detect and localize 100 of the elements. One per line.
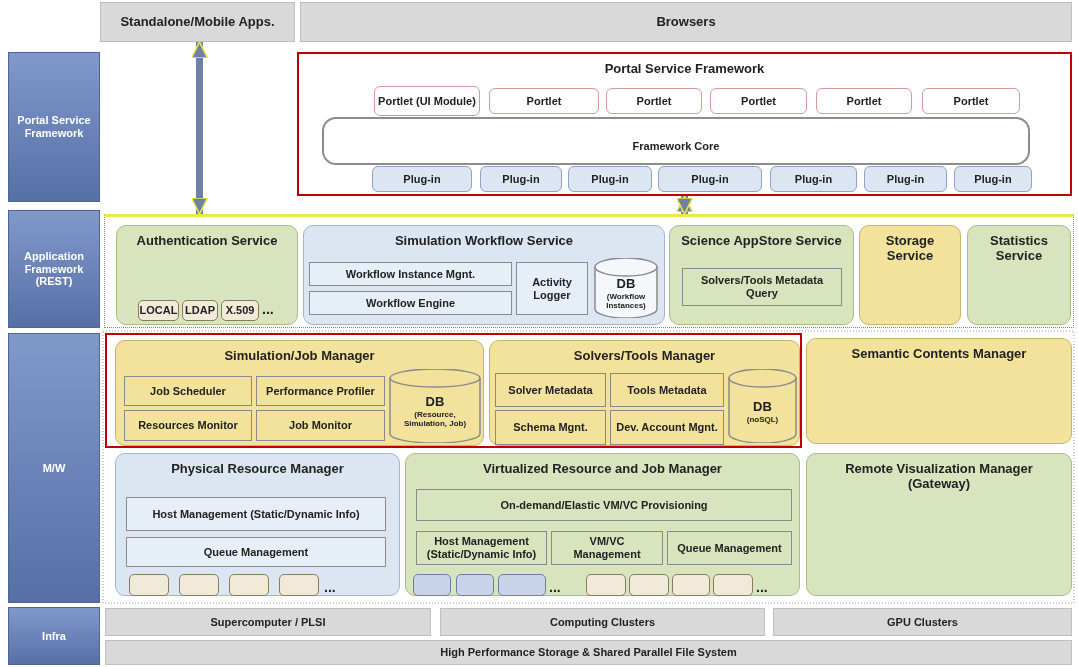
module-box xyxy=(516,262,588,315)
database-label: DB xyxy=(615,277,637,293)
box-title: Solvers/Tools Metadata Query xyxy=(699,274,825,300)
module-box xyxy=(667,531,792,565)
box-title: Portlet xyxy=(845,94,883,108)
box-title: Remote Visualization Manager (Gateway) xyxy=(844,462,1034,492)
box-title: Workflow Engine xyxy=(365,296,456,310)
service-box xyxy=(115,453,400,596)
portlet-box xyxy=(489,88,599,114)
box-title: Supercomputer / PLSI xyxy=(209,615,327,629)
box-title: Semantic Contents Manager xyxy=(850,347,1028,362)
service-box xyxy=(405,453,800,596)
box-title: Plug-in xyxy=(402,172,442,186)
portlet-box xyxy=(374,86,480,116)
plugin-box xyxy=(658,166,762,192)
service-box xyxy=(489,340,800,446)
box-title: Storage Service xyxy=(884,234,936,264)
database-label: DB xyxy=(424,395,446,411)
module-box xyxy=(126,497,386,531)
box-title: Portal Service Framework xyxy=(603,62,766,77)
layer-area xyxy=(104,214,1074,328)
portlet-box xyxy=(922,88,1020,114)
database-note: (noSQL) xyxy=(745,414,780,425)
double-arrow xyxy=(190,41,209,215)
layer-band xyxy=(8,333,100,603)
box-title: X.509 xyxy=(224,304,256,317)
portlet-box xyxy=(710,88,807,114)
box-title: Portal Service Framework xyxy=(16,114,92,140)
box-title: High Performance Storage & Shared Parallel File System xyxy=(439,646,738,659)
database-note: (Resource, Simulation, Job) xyxy=(402,410,468,429)
box-title: Infra xyxy=(41,629,67,643)
tag-box xyxy=(586,574,626,596)
group-frame xyxy=(105,333,802,448)
box-title: Tools Metadata xyxy=(626,383,708,397)
service-box xyxy=(806,338,1072,444)
header-box xyxy=(300,2,1072,42)
box-title: Portlet xyxy=(635,94,673,108)
database-label: DB xyxy=(752,399,773,415)
box-title: LOCAL xyxy=(138,304,179,317)
box-title: Computing Clusters xyxy=(548,615,657,629)
box-title: Performance Profiler xyxy=(265,384,376,398)
ellipsis-text: ... xyxy=(324,580,336,594)
plugin-box xyxy=(568,166,652,192)
module-box xyxy=(126,537,386,567)
box-title: Standalone/Mobile Apps. xyxy=(119,14,276,30)
box-title: M/W xyxy=(41,461,67,475)
box-title: LDAP xyxy=(184,304,216,317)
plugin-box xyxy=(372,166,472,192)
infra-box xyxy=(105,608,431,636)
module-box xyxy=(124,376,252,406)
layer-band xyxy=(8,52,100,202)
module-box xyxy=(416,531,547,565)
framework-panel xyxy=(297,52,1072,196)
plugin-box xyxy=(480,166,562,192)
box-title: Portlet xyxy=(525,94,563,108)
tag-box xyxy=(179,574,219,596)
box-title: Activity Logger xyxy=(531,275,573,302)
ellipsis-text: ... xyxy=(756,580,768,594)
ellipsis-text: ... xyxy=(262,302,274,316)
box-title: Queue Management xyxy=(676,541,783,555)
module-box xyxy=(256,376,385,406)
box-title: Plug-in xyxy=(973,172,1013,186)
tag-box xyxy=(498,574,546,596)
framework-core-loop xyxy=(322,117,1030,165)
plugin-box xyxy=(954,166,1032,192)
database-note: (Workflow Instances) xyxy=(605,292,647,311)
layer-band xyxy=(8,210,100,328)
tag-box xyxy=(629,574,669,596)
box-title: Authentication Service xyxy=(135,234,279,249)
box-title: Physical Resource Manager xyxy=(170,462,345,477)
box-title: Portlet xyxy=(952,94,990,108)
box-title: On-demand/Elastic VM/VC Provisioning xyxy=(499,498,709,512)
module-box xyxy=(551,531,663,565)
box-title: Plug-in xyxy=(690,172,730,186)
tag-box xyxy=(279,574,319,596)
layer-band xyxy=(8,607,100,665)
tag-box xyxy=(672,574,710,596)
tag-box xyxy=(713,574,753,596)
infra-box xyxy=(773,608,1072,636)
ellipsis-text: ... xyxy=(549,580,561,594)
box-title: Job Scheduler xyxy=(149,384,227,398)
module-box xyxy=(309,291,512,315)
service-box xyxy=(303,225,665,325)
tag-box xyxy=(129,574,169,596)
box-title: Browsers xyxy=(655,14,717,30)
box-title: Solver Metadata xyxy=(507,383,594,397)
box-title: Science AppStore Service xyxy=(680,234,843,249)
box-title: Solvers/Tools Manager xyxy=(572,349,717,364)
module-box xyxy=(610,410,724,445)
box-title: Queue Management xyxy=(202,545,310,559)
plugin-box xyxy=(770,166,857,192)
box-title: Host Management (Static/Dynamic Info) xyxy=(151,507,361,521)
box-title: Virtualized Resource and Job Manager xyxy=(482,462,723,477)
module-box xyxy=(309,262,512,286)
tag-box xyxy=(138,300,179,321)
box-title: Portlet (UI Module) xyxy=(377,94,477,108)
plugin-box xyxy=(864,166,947,192)
portlet-box xyxy=(606,88,702,114)
module-box xyxy=(610,373,724,407)
box-title: Job Monitor xyxy=(288,419,353,432)
